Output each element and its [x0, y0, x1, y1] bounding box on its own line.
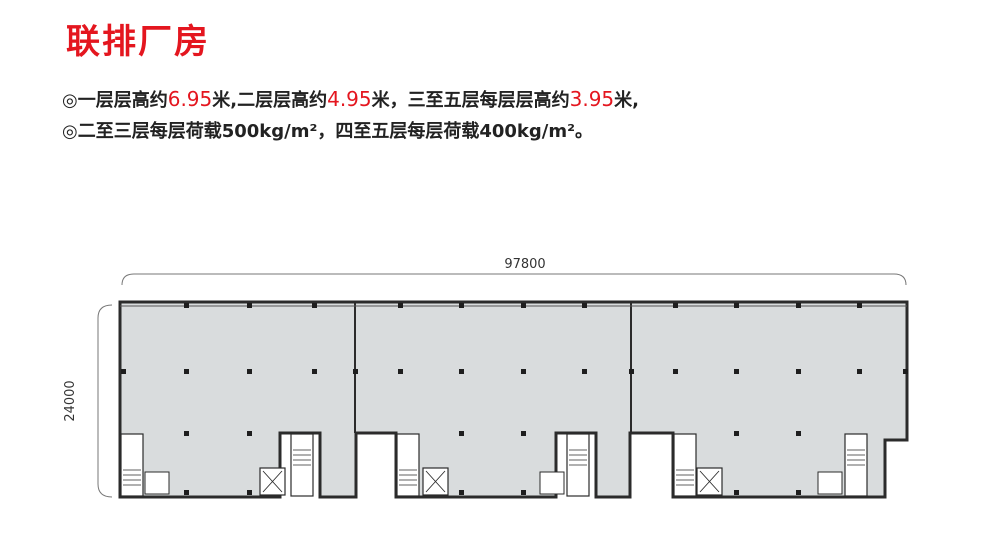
spec-text: 二至三层每层荷载500kg/m²，四至五层每层荷载400kg/m²。 [77, 121, 594, 142]
spec-text: 米, [614, 90, 639, 111]
bullet-icon: ◎ [62, 90, 78, 111]
column-grid [121, 303, 908, 495]
bullet-icon: ◎ [62, 121, 78, 142]
depth-dimension-label: 24000 [63, 380, 78, 421]
elevator-x-marks [262, 470, 720, 493]
height-second-floor: 4.95 [327, 87, 372, 111]
spec-line-heights: ◎一层层高约6.95米,二层层高约4.95米，三至五层每层层高约3.95米, [62, 86, 639, 112]
stair-cores [120, 433, 868, 497]
depth-dimension-line [97, 304, 113, 498]
restroom-blocks [144, 471, 843, 495]
height-upper-floors: 3.95 [569, 87, 615, 111]
height-first-floor: 6.95 [167, 87, 213, 111]
width-dimension-label: 97800 [504, 257, 545, 272]
page-title: 联排厂房 [66, 22, 210, 62]
stair-treads [123, 449, 865, 486]
spec-line-loads: ◎二至三层每层荷载500kg/m²，四至五层每层荷载400kg/m²。 [62, 117, 593, 143]
spec-text: 米,二层层高约 [212, 90, 328, 111]
spec-text: 米，三至五层每层层高约 [371, 90, 570, 111]
spec-text: 一层层高约 [77, 90, 168, 111]
width-dimension-line [121, 273, 907, 286]
building-footprint [118, 300, 909, 499]
